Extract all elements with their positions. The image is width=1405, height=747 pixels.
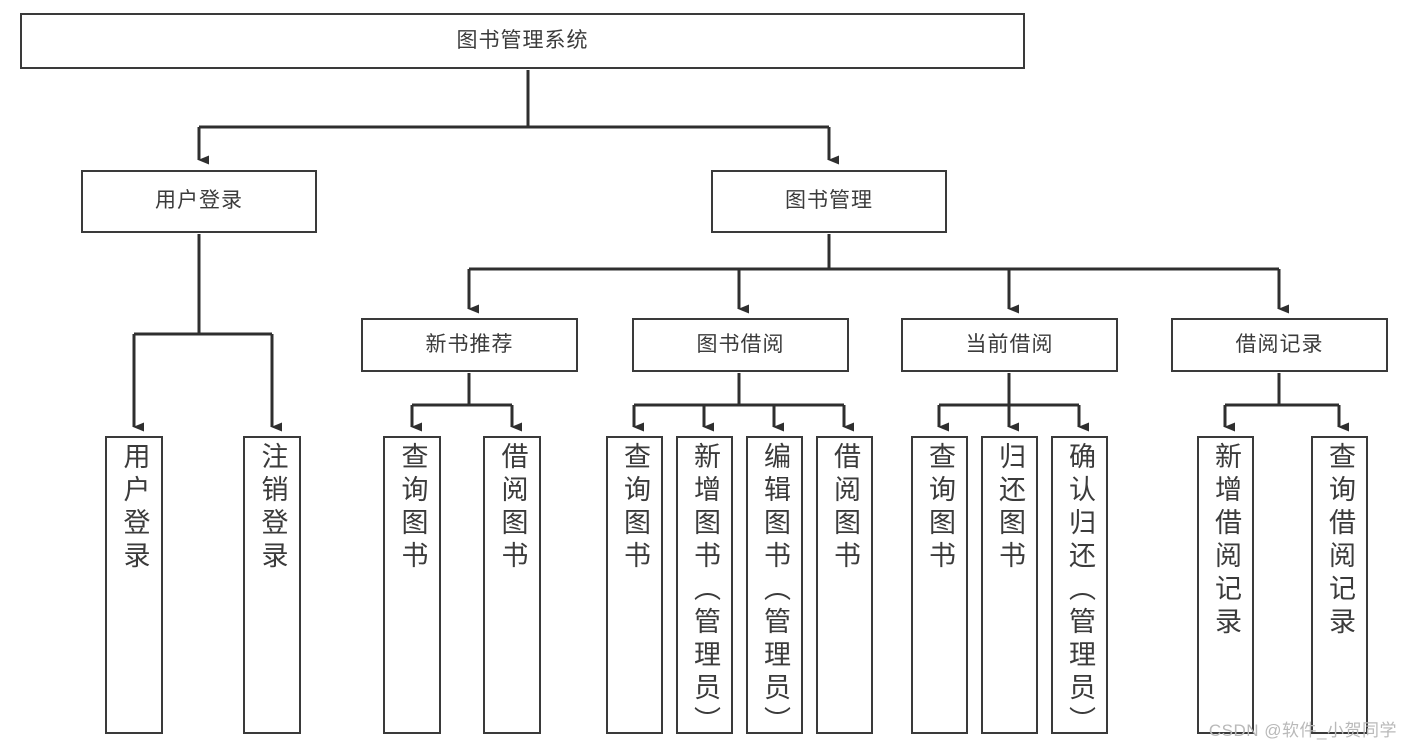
node-label: 图书管理 — [785, 189, 873, 213]
node-user-login[interactable]: 用户登录 — [81, 170, 317, 233]
node-label: 借阅图书 — [830, 442, 860, 574]
leaf-borrow-book-recommend[interactable]: 借阅图书 — [483, 436, 541, 734]
node-label: 确认归还（管理员） — [1065, 442, 1095, 739]
leaf-edit-book-admin[interactable]: 编辑图书（管理员） — [746, 436, 803, 739]
leaf-return-book[interactable]: 归还图书 — [981, 436, 1038, 734]
node-label: 查询借阅记录 — [1325, 442, 1355, 640]
node-label: 查询图书 — [925, 442, 955, 574]
node-current-borrow[interactable]: 当前借阅 — [901, 318, 1118, 372]
leaf-query-book-recommend[interactable]: 查询图书 — [383, 436, 441, 734]
node-label: 新增图书（管理员） — [690, 442, 720, 739]
node-label: 当前借阅 — [965, 332, 1054, 356]
node-book-borrow[interactable]: 图书借阅 — [632, 318, 849, 372]
leaf-add-borrow-record[interactable]: 新增借阅记录 — [1197, 436, 1254, 734]
node-label: 归还图书 — [995, 442, 1025, 574]
leaf-user-login[interactable]: 用户登录 — [105, 436, 163, 734]
node-label: 用户登录 — [155, 189, 243, 213]
node-label: 编辑图书（管理员） — [760, 442, 790, 739]
leaf-query-book-current[interactable]: 查询图书 — [911, 436, 968, 734]
node-root-book-management-system[interactable]: 图书管理系统 — [20, 13, 1025, 69]
leaf-logout-login[interactable]: 注销登录 — [243, 436, 301, 734]
leaf-query-borrow-record[interactable]: 查询借阅记录 — [1311, 436, 1368, 734]
node-borrow-record[interactable]: 借阅记录 — [1171, 318, 1388, 372]
leaf-confirm-return-admin[interactable]: 确认归还（管理员） — [1051, 436, 1108, 739]
leaf-borrow-book[interactable]: 借阅图书 — [816, 436, 873, 734]
node-new-book-recommend[interactable]: 新书推荐 — [361, 318, 578, 372]
node-book-management[interactable]: 图书管理 — [711, 170, 947, 233]
node-label: 用户登录 — [119, 442, 150, 574]
node-label: 新书推荐 — [425, 332, 514, 356]
csdn-watermark: CSDN @软件_小贺同学 — [1208, 721, 1397, 740]
node-label: 借阅记录 — [1235, 332, 1324, 356]
node-label: 借阅图书 — [497, 442, 528, 574]
node-label: 注销登录 — [257, 442, 288, 574]
leaf-query-book-borrow[interactable]: 查询图书 — [606, 436, 663, 734]
node-label: 新增借阅记录 — [1211, 442, 1241, 640]
leaf-add-book-admin[interactable]: 新增图书（管理员） — [676, 436, 733, 739]
node-label: 查询图书 — [620, 442, 650, 574]
node-label: 图书管理系统 — [456, 28, 589, 52]
node-label: 图书借阅 — [696, 332, 785, 356]
node-label: 查询图书 — [397, 442, 428, 574]
